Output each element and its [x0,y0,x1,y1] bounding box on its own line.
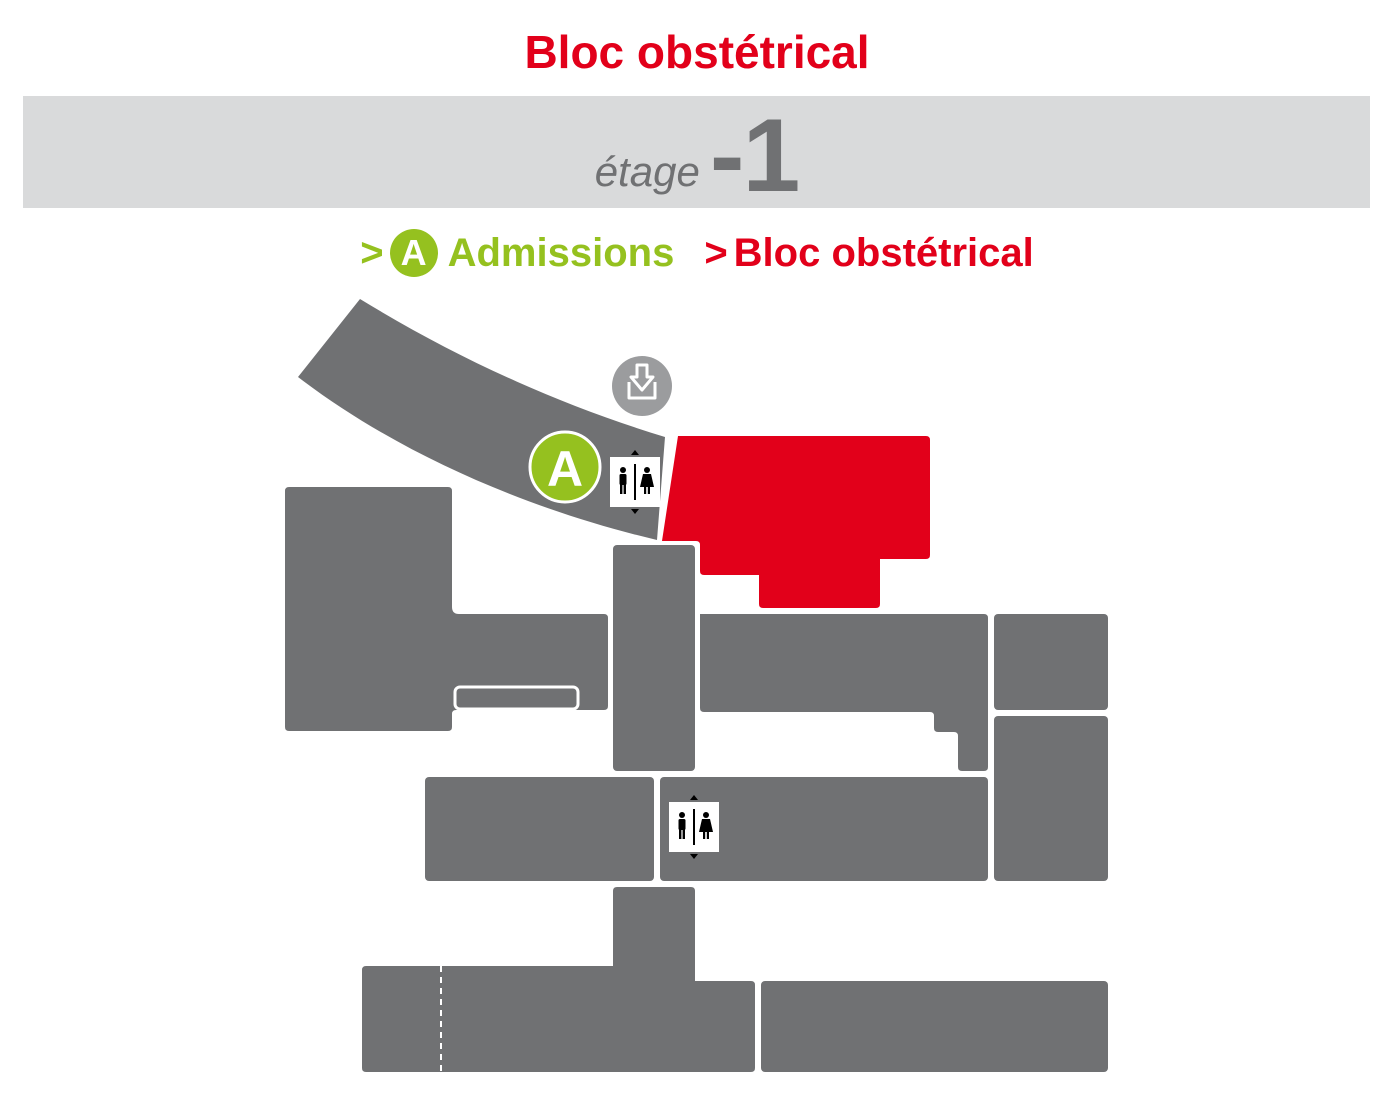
destination-bloc-obstetrical [662,436,930,608]
building-bottom-right [761,981,1108,1072]
building-right-top [994,614,1108,710]
building-right-bottom [994,716,1108,881]
route-arrow: > [704,230,728,275]
route-step-destination: > Bloc obstétrical [704,231,1033,276]
admissions-badge-icon: A [389,229,438,277]
building-lower-left [425,777,654,881]
route-directions: > A Admissions > Bloc obstétrical [0,226,1394,280]
route-arrow: > [360,230,384,275]
building-corridor-vertical [613,545,695,771]
admissions-marker-letter: A [547,441,583,497]
building-left [285,487,608,731]
entrance-icon [612,356,672,416]
building-middle [700,614,988,771]
building-bottom-left [362,887,755,1072]
building-lower-center [660,777,988,881]
route-admissions-label: Admissions [447,230,675,275]
elevator-restroom-icon [610,450,660,514]
page-title: Bloc obstétrical [524,26,870,78]
floor-banner: étage -1 [23,96,1370,208]
building-left-inset [453,685,580,711]
floor-number: -1 [709,98,800,214]
route-step-admissions: > A Admissions [360,229,674,277]
elevator-restroom-icon [669,795,719,859]
floor-label: étage [594,148,700,195]
admissions-marker-icon: A [528,430,602,504]
route-destination-label: Bloc obstétrical [733,230,1034,275]
